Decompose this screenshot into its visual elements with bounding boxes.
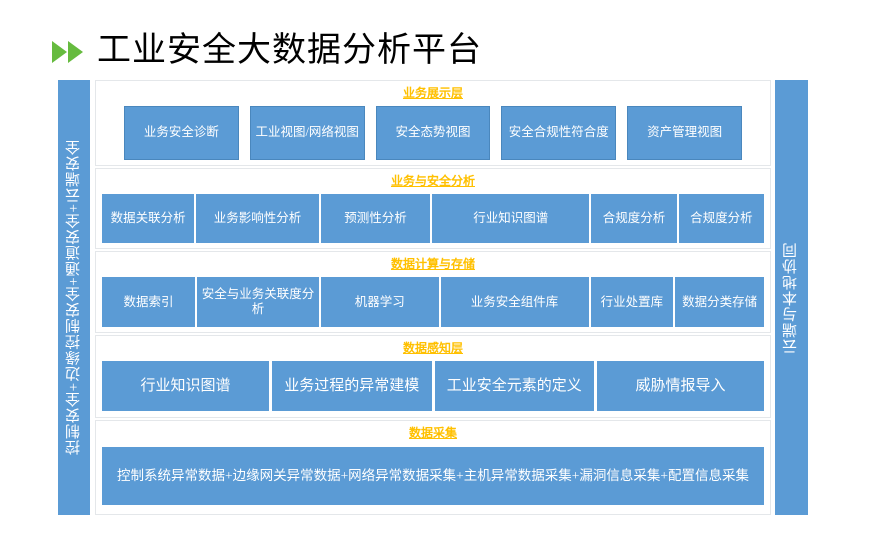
- layer-box-row: 数据关联分析业务影响性分析预测性分析行业知识图谱合规度分析合规度分析: [102, 193, 765, 244]
- layer-box-row: 控制系统异常数据+边缘网关异常数据+网络异常数据采集+主机异常数据采集+漏洞信息…: [102, 446, 764, 505]
- capability-box[interactable]: 资产管理视图: [627, 106, 742, 160]
- layer-title: 数据采集: [408, 426, 457, 441]
- double-play-arrow-icon: [52, 41, 83, 63]
- architecture-layer: 业务与安全分析数据关联分析业务影响性分析预测性分析行业知识图谱合规度分析合规度分…: [95, 167, 771, 250]
- capability-box[interactable]: 工业视图/网络视图: [249, 106, 365, 160]
- capability-box[interactable]: 业务安全诊断: [124, 106, 239, 160]
- capability-box[interactable]: 安全态势视图: [375, 106, 491, 160]
- capability-box[interactable]: 威胁情报导入: [596, 361, 764, 412]
- layer-title: 业务展示层: [402, 86, 463, 100]
- capability-box[interactable]: 行业知识图谱: [102, 361, 270, 412]
- capability-box[interactable]: 数据关联分析: [102, 193, 195, 244]
- architecture-layer-stack: 业务展示层业务安全诊断工业视图/网络视图安全态势视图安全合规性符合度资产管理视图…: [95, 80, 771, 515]
- left-rail-label: 控制安全+边缘控制安全+通道安全+云端安全: [65, 139, 82, 456]
- capability-box[interactable]: 业务安全组件库: [440, 277, 589, 327]
- page-title: 工业安全大数据分析平台: [52, 26, 482, 74]
- capability-box[interactable]: 控制系统异常数据+边缘网关异常数据+网络异常数据采集+主机异常数据采集+漏洞信息…: [102, 446, 764, 505]
- capability-box[interactable]: 合规度分析: [678, 193, 765, 244]
- capability-box[interactable]: 行业处置库: [590, 277, 674, 327]
- layer-title: 数据计算与存储: [390, 257, 475, 272]
- capability-box[interactable]: 业务影响性分析: [196, 193, 319, 244]
- right-rail-label: 云端与本地协同: [783, 241, 799, 354]
- capability-box[interactable]: 安全合规性符合度: [501, 106, 617, 160]
- architecture-layer: 数据感知层行业知识图谱业务过程的异常建模工业安全元素的定义威胁情报导入: [95, 334, 771, 419]
- capability-box[interactable]: 机器学习: [321, 277, 439, 327]
- capability-box[interactable]: 行业知识图谱: [432, 193, 590, 244]
- left-rail-security-layers: 控制安全+边缘控制安全+通道安全+云端安全: [58, 80, 90, 515]
- capability-box[interactable]: 预测性分析: [320, 193, 431, 244]
- capability-box[interactable]: 业务过程的异常建模: [272, 361, 432, 412]
- page-title-text: 工业安全大数据分析平台: [97, 30, 482, 70]
- capability-box[interactable]: 合规度分析: [591, 193, 677, 244]
- capability-box[interactable]: 安全与业务关联度分析: [197, 277, 319, 327]
- right-rail-cloud-local-sync: 云端与本地协同: [775, 80, 808, 515]
- layer-box-row: 业务安全诊断工业视图/网络视图安全态势视图安全合规性符合度资产管理视图: [102, 106, 764, 160]
- capability-box[interactable]: 数据索引: [102, 277, 196, 327]
- capability-box[interactable]: 工业安全元素的定义: [434, 361, 594, 412]
- layer-title: 业务与安全分析: [390, 173, 475, 188]
- architecture-layer: 数据采集控制系统异常数据+边缘网关异常数据+网络异常数据采集+主机异常数据采集+…: [95, 420, 771, 515]
- capability-box[interactable]: 数据分类存储: [675, 277, 764, 327]
- architecture-layer: 业务展示层业务安全诊断工业视图/网络视图安全态势视图安全合规性符合度资产管理视图: [95, 80, 771, 166]
- layer-box-row: 数据索引安全与业务关联度分析机器学习业务安全组件库行业处置库数据分类存储: [102, 277, 764, 327]
- layer-title: 数据感知层: [402, 340, 463, 355]
- layer-box-row: 行业知识图谱业务过程的异常建模工业安全元素的定义威胁情报导入: [102, 361, 764, 412]
- architecture-layer: 数据计算与存储数据索引安全与业务关联度分析机器学习业务安全组件库行业处置库数据分…: [95, 251, 771, 333]
